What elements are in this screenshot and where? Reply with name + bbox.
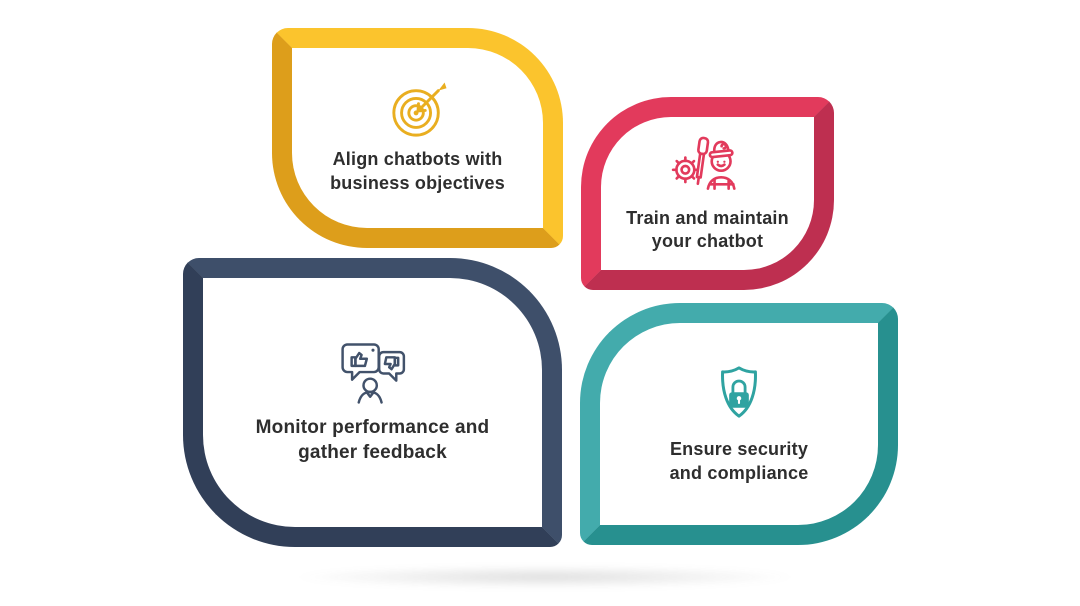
shield-lock-icon	[721, 366, 757, 418]
card-title: Ensure security and compliance	[670, 438, 809, 485]
card-content: Monitor performance and gather feedback	[256, 339, 490, 465]
card-content: Ensure security and compliance	[670, 363, 809, 485]
card-train-chatbot: Train and maintain your chatbot	[581, 97, 834, 290]
card-content: Train and maintain your chatbot	[626, 134, 789, 254]
card-title-line: business objectives	[330, 172, 505, 193]
card-title: Monitor performance and gather feedback	[256, 416, 490, 465]
ground-shadow	[195, 561, 895, 593]
card-title: Train and maintain your chatbot	[626, 207, 789, 254]
card-title-line: Align chatbots with	[332, 149, 503, 170]
card-title-line: gather feedback	[298, 442, 447, 463]
card-align-chatbots: Align chatbots with business objectives	[272, 28, 563, 248]
card-monitor-performance: Monitor performance and gather feedback	[183, 258, 562, 547]
card-title-line: Ensure security	[669, 439, 809, 460]
feedback-monitor-icon	[340, 343, 405, 404]
card-title-line: Monitor performance and	[255, 417, 490, 439]
worker-maintenance-icon	[672, 136, 737, 190]
card-security-compliance: Ensure security and compliance	[580, 303, 898, 545]
card-title-line: your chatbot	[651, 231, 764, 251]
card-title: Align chatbots with business objectives	[330, 148, 505, 195]
target-icon	[391, 82, 447, 137]
card-content: Align chatbots with business objectives	[330, 81, 505, 195]
card-title-line: Train and maintain	[626, 207, 789, 228]
card-title-line: and compliance	[669, 462, 809, 483]
